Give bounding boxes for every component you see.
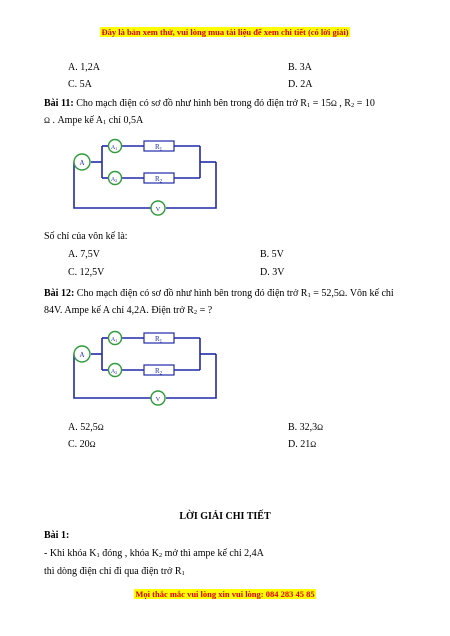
svg-text:V: V [156, 396, 161, 403]
ammeter-a2 [107, 170, 123, 186]
resistor-r1 [143, 140, 175, 152]
svg-text:A2: A2 [111, 369, 117, 375]
r1-label: R1 [155, 143, 163, 153]
svg-text:V: V [156, 206, 161, 213]
r2-label: R2 [155, 367, 163, 377]
svg-text:A2: A2 [111, 177, 117, 183]
prev-option-b: B. 3A [288, 62, 312, 73]
resistor-r1 [143, 332, 175, 344]
q11-option-b: B. 5V [260, 249, 284, 260]
svg-text:A: A [79, 351, 84, 359]
solution-bai1-label: Bài 1: [44, 530, 70, 541]
resistor-r2 [143, 364, 175, 376]
solution-line-1: - Khi khóa K1 đóng , khóa K2 mở thì ampe… [44, 548, 264, 559]
q12-circuit-diagram: R1 R2 A A1 A2 V [73, 330, 217, 406]
ammeter-a1 [107, 138, 123, 154]
resistor-r2 [143, 172, 175, 184]
prev-option-c: C. 5A [68, 79, 92, 90]
prev-option-d: D. 2A [288, 79, 313, 90]
ammeter-a1 [107, 330, 123, 346]
q12-statement: Bài 12: Cho mạch điện có sơ đồ như hình … [44, 288, 394, 316]
q11-option-a: A. 7,5V [68, 249, 100, 260]
r1-label: R1 [155, 335, 163, 345]
prev-option-a: A. 1,2A [68, 62, 100, 73]
q11-question: Số chỉ của vôn kế là: [44, 231, 128, 242]
ammeter-main [73, 345, 91, 363]
footer-banner: Mọi thắc mắc vui lòng xin vui lòng: 084 … [134, 589, 316, 599]
q11-statement: Bài 11: Cho mạch điện có sơ đồ như hình … [44, 98, 375, 126]
q12-option-a: A. 52,5Ω [68, 422, 104, 433]
header-banner: Đây là bản xem thử, vui lòng mua tài liệ… [100, 27, 350, 37]
ammeter-a2 [107, 362, 123, 378]
voltmeter [150, 200, 166, 216]
q11-option-c: C. 12,5V [68, 267, 105, 278]
q11-circuit-diagram: R1 R2 A A1 A2 V [73, 138, 217, 216]
solution-title: LỜI GIẢI CHI TIẾT [179, 511, 271, 522]
ammeter-main [73, 153, 91, 171]
svg-text:A1: A1 [111, 337, 117, 343]
svg-text:A: A [79, 159, 84, 167]
r2-label: R2 [155, 175, 163, 185]
q12-option-d: D. 21Ω [288, 439, 317, 450]
voltmeter [150, 390, 166, 406]
solution-line-2: thì dòng điện chỉ đi qua điện trở R1 [44, 566, 185, 577]
q11-option-d: D. 3V [260, 267, 285, 278]
q12-option-b: B. 32,3Ω [288, 422, 324, 433]
svg-text:A1: A1 [111, 145, 117, 151]
q12-option-c: C. 20Ω [68, 439, 96, 450]
